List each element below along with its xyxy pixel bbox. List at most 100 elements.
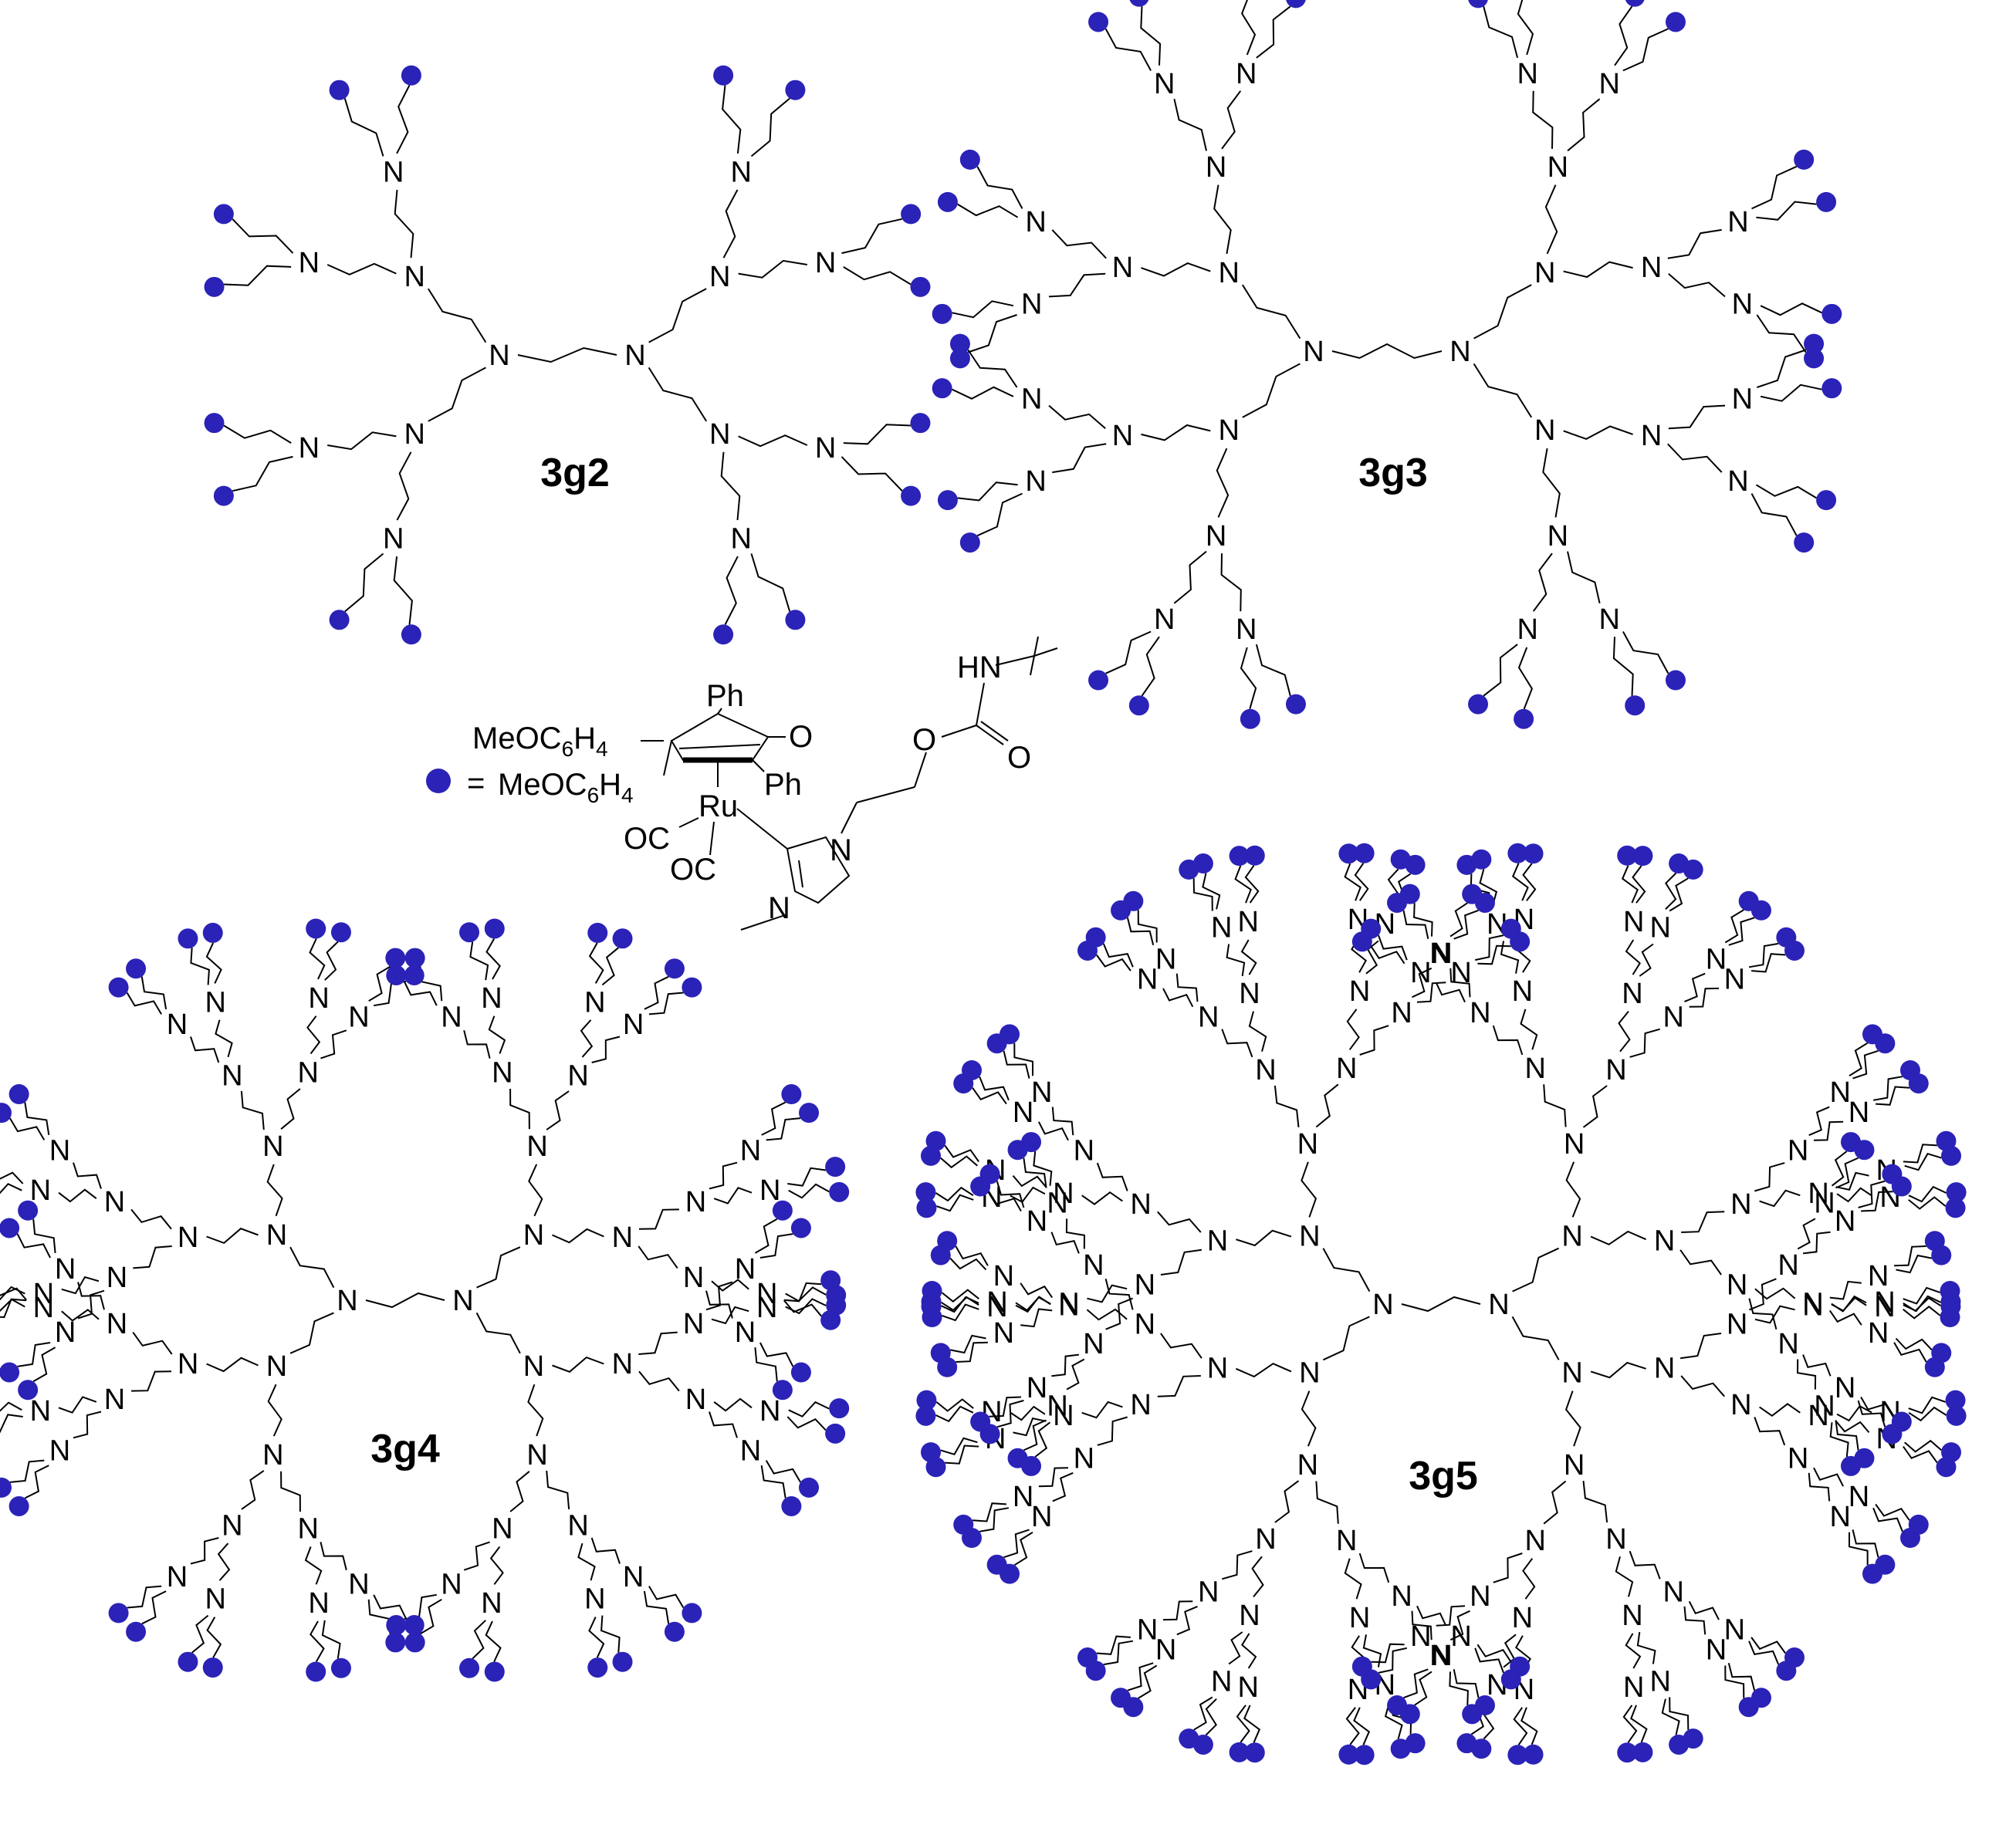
end-group-dot — [1822, 378, 1842, 399]
nitrogen-atom: N — [1663, 1576, 1684, 1609]
end-group-dot — [306, 1661, 326, 1682]
nitrogen-atom: N — [1706, 943, 1727, 975]
end-group-dot — [1931, 1245, 1952, 1265]
propyl-linker — [1872, 1076, 1903, 1101]
propyl-linker — [267, 1384, 282, 1437]
nitrogen-atom: N — [1561, 1220, 1582, 1252]
nitrogen-atom: N — [1155, 943, 1176, 975]
propyl-linker — [1567, 98, 1601, 152]
nitrogen-atom: N — [1013, 1481, 1033, 1513]
end-group-dot — [825, 1423, 846, 1444]
end-group-dot — [937, 490, 958, 511]
propyl-linker — [979, 1507, 1010, 1532]
nitrogen-atom: N — [1206, 520, 1226, 552]
propyl-linker — [509, 1088, 530, 1130]
propyl-linker — [485, 1620, 502, 1662]
nitrogen-atom: N — [452, 1285, 473, 1317]
propyl-linker — [343, 98, 384, 157]
carbonyl-oxygen-label: O — [1007, 741, 1031, 775]
nitrogen-atom: N — [1641, 420, 1662, 452]
nitrogen-atom: N — [1605, 1054, 1626, 1086]
nitrogen-atom: N — [1391, 1580, 1412, 1613]
propyl-linker — [1104, 1279, 1134, 1310]
nitrogen-atom: N — [262, 1439, 283, 1472]
end-group-dot — [386, 965, 407, 985]
propyl-linker — [1476, 1644, 1512, 1663]
end-group-dot — [1625, 0, 1645, 7]
nitrogen-atom: N — [1724, 1614, 1745, 1647]
nitrogen-atom: N — [759, 1395, 780, 1428]
propyl-linker — [9, 1117, 46, 1140]
end-group-dot — [385, 948, 406, 968]
propyl-linker — [1754, 1417, 1786, 1446]
propyl-linker — [1416, 982, 1446, 1003]
end-group-dot — [1456, 1733, 1477, 1754]
end-group-dot — [404, 1615, 425, 1636]
propyl-linker — [1038, 1467, 1069, 1488]
propyl-linker — [1013, 1531, 1033, 1566]
nitrogen-atom: N — [683, 1308, 704, 1340]
nitrogen-atom: N — [1623, 1671, 1644, 1704]
nitrogen-atom: N — [299, 247, 320, 279]
propyl-linker — [190, 1036, 220, 1063]
propyl-linker — [638, 1245, 678, 1269]
propyl-linker — [1416, 1605, 1447, 1627]
propyl-linker — [463, 1030, 491, 1059]
propyl-linker — [1095, 954, 1131, 971]
propyl-linker — [1255, 644, 1291, 696]
propyl-linker — [240, 1091, 265, 1130]
propyl-linker — [1020, 1308, 1053, 1328]
propyl-linker — [475, 1312, 521, 1354]
nitrogen-atom: N — [167, 1561, 188, 1593]
nitrogen-atom: N — [709, 418, 730, 451]
end-group-dot — [8, 1084, 29, 1105]
nitrogen-atom: N — [489, 340, 509, 372]
end-group-dot — [1338, 843, 1359, 864]
end-group-dot — [1021, 1132, 1042, 1153]
propyl-linker — [428, 367, 486, 422]
end-group-dot — [1474, 892, 1495, 913]
propyl-linker — [546, 1470, 570, 1509]
nitrogen-atom: N — [1236, 58, 1257, 90]
propyl-linker — [1241, 284, 1301, 340]
nitrogen-atom: N — [1650, 1666, 1671, 1698]
propyl-linker — [1234, 865, 1252, 904]
propyl-linker — [1563, 261, 1633, 279]
end-group-dot — [682, 1603, 702, 1624]
nitrogen-atom: N — [1814, 1390, 1835, 1422]
propyl-linker — [648, 288, 707, 343]
propyl-linker — [58, 1188, 97, 1203]
propyl-linker — [1802, 1231, 1831, 1255]
propyl-linker — [1344, 1558, 1362, 1600]
nitrogen-atom: N — [1732, 288, 1753, 320]
end-group-dot — [1354, 843, 1375, 863]
propyl-linker — [1503, 1634, 1517, 1668]
propyl-linker — [1086, 1308, 1128, 1321]
propyl-linker — [945, 1444, 979, 1465]
nitrogen-atom: N — [1349, 975, 1370, 1008]
propyl-linker — [1477, 944, 1511, 965]
propyl-linker — [304, 1546, 323, 1585]
propyl-linker — [979, 1076, 1010, 1101]
propyl-linker — [1625, 939, 1641, 975]
propyl-linker — [750, 97, 790, 157]
nitrogen-atom: N — [266, 1350, 287, 1383]
nitrogen-atom: N — [567, 1510, 588, 1542]
propyl-linker — [1240, 647, 1257, 709]
propyl-linker — [976, 492, 1023, 537]
propyl-linker — [1103, 1640, 1134, 1666]
propyl-linker — [190, 1537, 219, 1565]
end-group-dot — [484, 1661, 505, 1682]
propyl-linker — [131, 1370, 172, 1392]
nitrogen-atom: N — [1835, 1372, 1855, 1404]
propyl-linker — [1034, 1421, 1051, 1458]
propyl-linker — [944, 1144, 979, 1162]
nitrogen-atom: N — [1053, 1400, 1074, 1432]
propyl-linker — [223, 424, 292, 444]
propyl-linker — [373, 1594, 408, 1620]
propyl-linker — [1402, 910, 1429, 939]
nitrogen-atom: N — [1724, 963, 1745, 995]
propyl-linker — [1751, 953, 1786, 973]
end-group-dot — [1632, 1742, 1653, 1762]
propyl-linker — [638, 1370, 680, 1392]
